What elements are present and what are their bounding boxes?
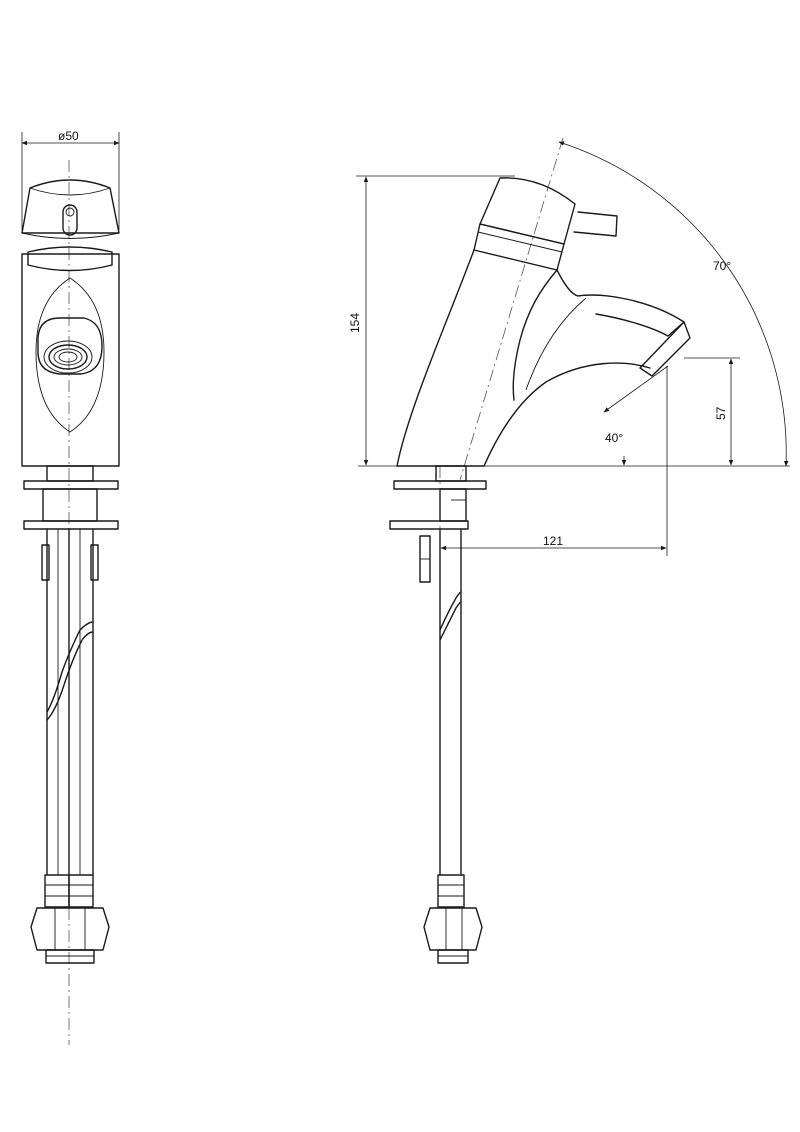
front-view: ø50 (21, 129, 120, 1045)
diameter-label: ø50 (58, 129, 79, 143)
front-aerator (37, 317, 103, 375)
front-body (21, 253, 120, 467)
lever-angle-label: 70° (713, 259, 731, 273)
side-axis (459, 137, 564, 481)
reach-label: 121 (543, 534, 563, 548)
lever-angle-dimension: 70° (558, 141, 789, 467)
side-body (396, 249, 691, 467)
height-label: 154 (348, 313, 362, 333)
height-dimension: 154 (348, 175, 515, 466)
side-fitting (423, 874, 483, 964)
spout-height-label: 57 (714, 406, 728, 420)
front-fittings (30, 874, 110, 964)
front-mounting (23, 465, 119, 581)
spout-angle-label: 40° (605, 431, 623, 445)
front-hoses (46, 528, 94, 876)
side-handle (473, 177, 618, 271)
diameter-dimension: ø50 (21, 129, 120, 230)
side-mounting (389, 465, 487, 583)
front-collar (27, 246, 113, 272)
side-hose (439, 528, 462, 876)
front-knob (21, 179, 120, 239)
spout-angle-dimension: 40° (603, 365, 669, 466)
spout-height-dimension: 57 (684, 357, 740, 466)
side-view: 154 70° 57 40° 121 (348, 137, 790, 964)
reach-dimension: 121 (440, 366, 668, 556)
